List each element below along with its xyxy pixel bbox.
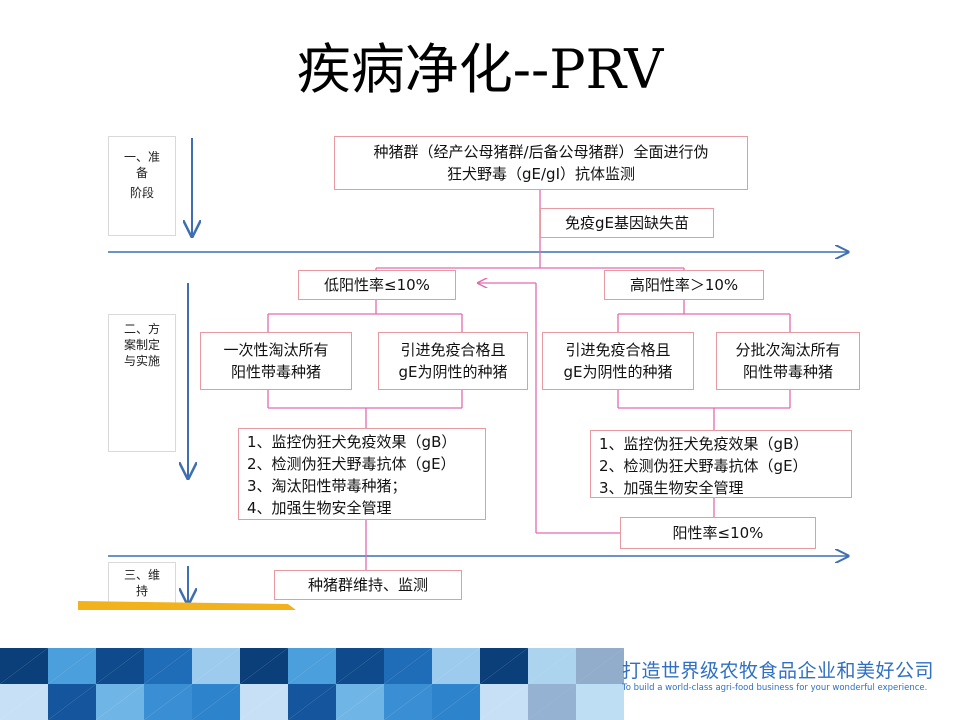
- footer-triangle: [528, 648, 576, 684]
- footer-triangle: [576, 648, 624, 684]
- footer-triangle: [480, 648, 528, 684]
- footer-triangle: [96, 684, 144, 720]
- footer-triangle: [336, 648, 384, 684]
- footer-triangle: [576, 648, 624, 684]
- footer-triangle: [0, 684, 48, 720]
- maintain-box: 种猪群维持、监测: [274, 570, 462, 600]
- footer-pattern: [0, 648, 960, 720]
- footer-slogan-en: To build a world-class agri-food busines…: [622, 683, 928, 693]
- footer-triangle: [0, 648, 48, 684]
- stage-maintain: 三、维 持: [108, 562, 176, 604]
- right-steps-box: 1、监控伪狂犬免疫效果（gB） 2、检测伪狂犬野毒抗体（gE） 3、加强生物安全…: [590, 430, 852, 498]
- introduce-left-box: 引进免疫合格且 gE为阴性的种猪: [378, 332, 528, 390]
- footer-triangle: [192, 684, 240, 720]
- footer-triangle: [480, 684, 528, 720]
- stage-prepare: 一、准 备 阶段: [108, 136, 176, 236]
- footer-banner: 打造世界级农牧食品企业和美好公司 To build a world-class …: [0, 648, 960, 720]
- left-steps-box: 1、监控伪狂犬免疫效果（gB） 2、检测伪狂犬野毒抗体（gE） 3、淘汰阳性带毒…: [238, 428, 486, 520]
- positive-rate-box: 阳性率≤10%: [620, 517, 816, 549]
- footer-triangle: [288, 648, 336, 684]
- footer-triangle: [336, 684, 384, 720]
- footer-triangle: [528, 648, 576, 684]
- footer-triangle: [576, 684, 624, 720]
- vaccine-box: 免疫gE基因缺失苗: [540, 208, 714, 238]
- footer-slogan: 打造世界级农牧食品企业和美好公司 To build a world-class …: [622, 660, 934, 694]
- introduce-right-box: 引进免疫合格且 gE为阴性的种猪: [542, 332, 694, 390]
- high-positive-box: 高阳性率＞10%: [604, 270, 764, 300]
- cull-all-box: 一次性淘汰所有 阳性带毒种猪: [200, 332, 352, 390]
- cull-batch-box: 分批次淘汰所有 阳性带毒种猪: [716, 332, 860, 390]
- footer-triangle: [144, 684, 192, 720]
- footer-triangle: [48, 684, 96, 720]
- top-monitoring-box: 种猪群（经产公母猪群/后备公母猪群）全面进行伪 狂犬野毒（gE/gI）抗体监测: [334, 136, 748, 190]
- footer-triangle: [384, 648, 432, 684]
- footer-triangle: [96, 648, 144, 684]
- gold-accent-bar: [78, 601, 296, 610]
- footer-triangle: [288, 684, 336, 720]
- page-title: 疾病净化--PRV: [296, 38, 664, 101]
- footer-triangle: [528, 684, 576, 720]
- footer-triangle: [144, 648, 192, 684]
- footer-triangle: [384, 684, 432, 720]
- stage-plan: 二、方 案制定 与实施: [108, 314, 176, 452]
- footer-slogan-cn: 打造世界级农牧食品企业和美好公司: [622, 660, 935, 682]
- footer-triangle: [432, 684, 480, 720]
- footer-triangle: [432, 648, 480, 684]
- footer-triangle: [528, 684, 576, 720]
- footer-triangle: [240, 684, 288, 720]
- footer-triangle: [240, 648, 288, 684]
- footer-triangle: [192, 648, 240, 684]
- low-positive-box: 低阳性率≤10%: [298, 270, 456, 300]
- footer-triangle: [48, 648, 96, 684]
- footer-triangle: [576, 684, 624, 720]
